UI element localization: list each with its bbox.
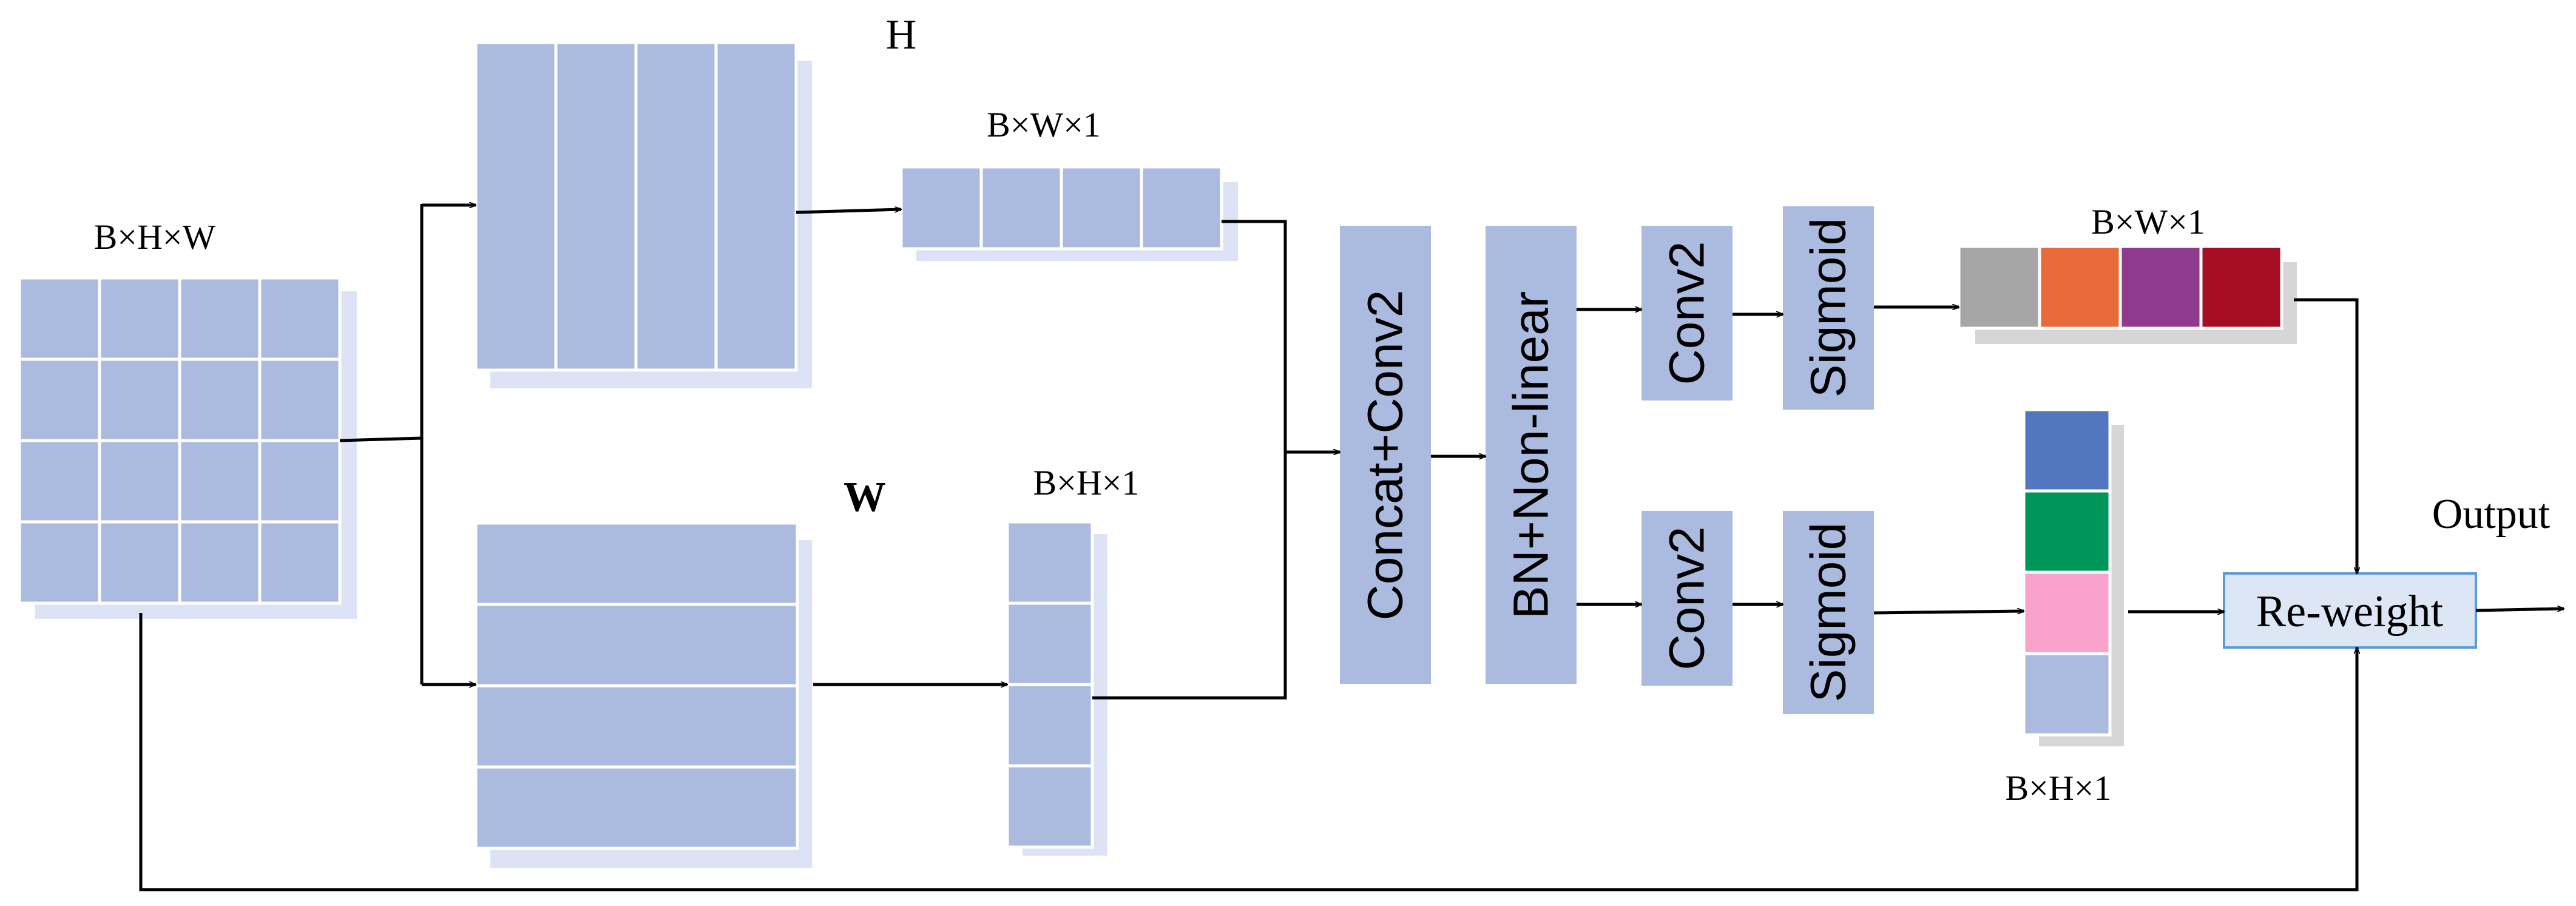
conv-top-block [1641, 226, 1733, 401]
reweight-label: Re-weight [2256, 587, 2444, 637]
input-grid-cell [18, 439, 101, 524]
h-attention-cell-1 [2022, 408, 2112, 493]
w-label: W [843, 474, 886, 521]
bw1-right-label: B×W×1 [2091, 202, 2205, 242]
connectors [139, 204, 2564, 891]
h-attention-cell-4 [2022, 652, 2112, 737]
w-attention-cell-2 [2038, 245, 2122, 330]
input-grid-cell [18, 520, 101, 605]
bw1-top-label: B×W×1 [987, 105, 1101, 144]
input-grid-cell [178, 357, 262, 442]
input-dims-label: B×H×W [94, 217, 216, 257]
h-pool-tensor [474, 41, 812, 388]
input-grid-cell [258, 276, 342, 361]
input-grid-cell [98, 276, 181, 361]
bh1-vector [1006, 520, 1107, 856]
sigmoid-bottom-block [1783, 511, 1874, 714]
h-attention-cell-3 [2022, 570, 2112, 655]
w-attention-cell-3 [2118, 245, 2203, 330]
input-grid-cell [178, 439, 262, 524]
h-label: H [886, 12, 917, 58]
input-grid-cell [98, 439, 181, 524]
conv-top-label: Conv2 [1660, 241, 1715, 385]
reweight-block [2223, 572, 2477, 649]
conv-bottom-block [1641, 511, 1733, 686]
w-pool-tensor [474, 521, 812, 868]
input-tensor-grid [18, 276, 357, 619]
sigmoid-top-block [1783, 206, 1874, 410]
w-attention-vector [1957, 245, 2297, 344]
bh1-mid-label: B×H×1 [1033, 463, 1140, 502]
input-grid-cell [98, 520, 181, 605]
input-grid-cell [258, 520, 342, 605]
bn-nonlinear-block [1486, 226, 1577, 684]
input-grid-cell [178, 520, 262, 605]
output-label: Output [2432, 491, 2551, 538]
w-attention-cell-1 [1957, 245, 2041, 330]
h-attention-cell-2 [2022, 489, 2112, 574]
input-grid-cell [258, 439, 342, 524]
input-grid-cell [258, 357, 342, 442]
input-grid-cell [18, 357, 101, 442]
input-grid-cell [98, 357, 181, 442]
bh1-bottom-label: B×H×1 [2006, 768, 2112, 808]
sigmoid-bottom-label: Sigmoid [1801, 522, 1856, 702]
concat-conv-label: Concat+Conv2 [1358, 290, 1413, 621]
bn-nonlinear-label: BN+Non-linear [1504, 291, 1559, 619]
input-grid-cell [178, 276, 262, 361]
concat-conv-block [1340, 226, 1431, 684]
h-attention-vector [2022, 408, 2124, 746]
conv-bottom-label: Conv2 [1660, 526, 1715, 670]
input-grid-cell [18, 276, 101, 361]
w-attention-cell-4 [2199, 245, 2284, 330]
bw1-vector [899, 165, 1238, 261]
sigmoid-top-label: Sigmoid [1801, 218, 1856, 397]
